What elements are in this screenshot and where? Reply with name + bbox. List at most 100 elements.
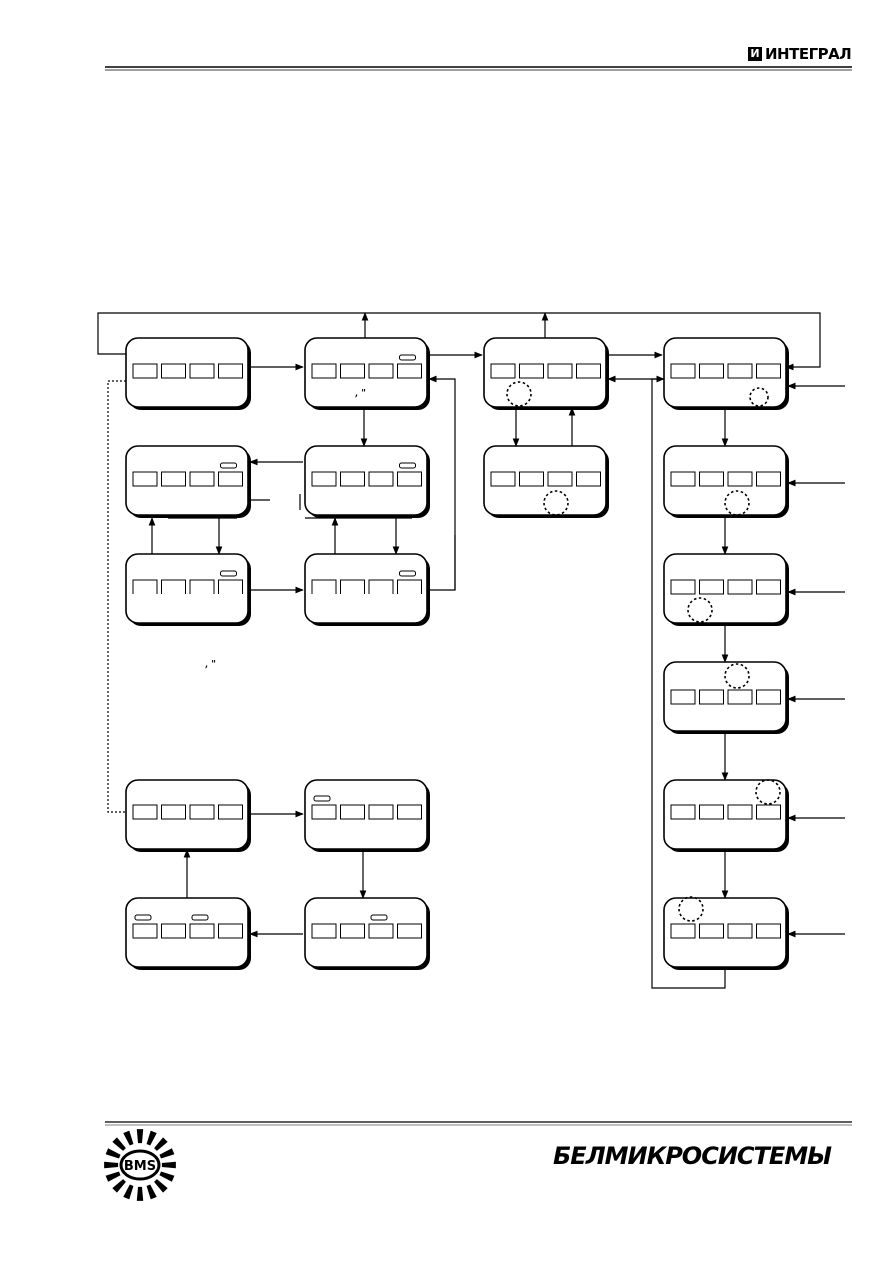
digit-cell	[727, 923, 753, 939]
display-screen-d1	[663, 337, 789, 410]
digit-cell	[397, 471, 422, 487]
digit-cell	[699, 689, 724, 705]
digit-cell	[670, 471, 696, 487]
digit-cell	[727, 363, 753, 379]
digit-cell	[368, 471, 394, 487]
digit-cell	[727, 689, 753, 705]
digit-cell	[756, 689, 781, 705]
bms-ray	[104, 1161, 119, 1169]
screen-frame	[304, 779, 428, 850]
bms-ray	[154, 1137, 168, 1151]
screen-frame	[304, 337, 428, 408]
digit-cell	[519, 363, 544, 379]
indicator-flag	[370, 914, 388, 921]
screen-frame	[304, 897, 428, 968]
belmicrosystems-brand: БЕЛМИКРОСИСТЕМЫ	[553, 1142, 832, 1170]
digit-cell	[340, 471, 365, 487]
screen-frame	[663, 779, 787, 850]
bms-logo: BMS	[104, 1129, 176, 1201]
quote-marks-row3: , "	[205, 660, 216, 670]
digit-cell	[699, 804, 724, 820]
digit-cell	[397, 579, 422, 594]
quote-marks-row1: , "	[355, 389, 366, 399]
indicator-flag	[313, 795, 331, 802]
indicator-flag	[134, 914, 152, 921]
indicator-flag	[220, 570, 237, 577]
connector-arrow	[97, 312, 821, 371]
digit-cell	[368, 363, 394, 379]
digit-cell	[132, 579, 158, 594]
display-screen-a1	[125, 337, 251, 410]
indicator-flag	[399, 570, 416, 577]
display-screen-d5	[663, 779, 789, 852]
digit-cell	[161, 579, 186, 594]
digit-cell	[756, 363, 781, 379]
digit-cell	[727, 579, 753, 595]
digit-cell	[161, 363, 186, 379]
blink-indicator	[749, 387, 769, 407]
display-screen-b3	[304, 553, 430, 626]
digit-cell	[218, 804, 243, 820]
screen-frame	[125, 553, 249, 624]
digit-cell	[189, 804, 215, 820]
digit-cell	[311, 804, 337, 820]
screen-frame	[663, 897, 787, 968]
display-screen-a5	[125, 779, 251, 852]
bms-logo-text: BMS	[124, 1159, 156, 1174]
digit-cell	[218, 363, 243, 379]
screen-frame	[663, 337, 787, 408]
digit-cell	[189, 471, 215, 487]
bms-ray	[146, 1130, 157, 1146]
blink-indicator	[724, 490, 750, 516]
connector-arrow	[428, 375, 456, 591]
digit-cell	[340, 804, 365, 820]
screen-frame	[483, 337, 607, 408]
digit-cell	[218, 579, 243, 594]
indicator-flag	[399, 462, 416, 469]
blink-indicator	[506, 381, 532, 407]
digit-cell	[368, 804, 394, 820]
digit-cell	[340, 363, 365, 379]
digit-cell	[699, 579, 724, 595]
blink-indicator	[687, 597, 713, 623]
screen-frame	[304, 553, 428, 624]
digit-cell	[576, 471, 601, 487]
digit-cell	[547, 471, 573, 487]
digit-cell	[132, 363, 158, 379]
digit-cell	[311, 579, 337, 594]
digit-cell	[699, 471, 724, 487]
digit-cell	[189, 579, 215, 594]
display-screen-d6	[663, 896, 789, 970]
digit-cell	[576, 363, 601, 379]
bms-ray	[105, 1148, 121, 1159]
display-screen-d4	[663, 661, 789, 734]
display-screen-a2	[125, 445, 251, 518]
indicator-flag	[220, 462, 237, 469]
digit-cell	[161, 804, 186, 820]
bms-logo-badge	[119, 1149, 161, 1181]
screen-frame	[663, 553, 787, 624]
display-screen-d2	[663, 445, 789, 518]
dotted-feedback-line	[107, 380, 126, 813]
bms-ray	[112, 1179, 126, 1193]
digit-cell	[311, 471, 337, 487]
blink-indicator	[724, 663, 750, 689]
screen-frame	[125, 897, 249, 968]
display-screen-b5	[304, 779, 430, 852]
bms-ray	[136, 1186, 144, 1201]
digit-cell	[519, 471, 544, 487]
digit-cell	[727, 804, 753, 820]
digit-cell	[132, 471, 158, 487]
display-screen-d3	[663, 553, 789, 626]
digit-cell	[368, 579, 394, 594]
bms-ray	[105, 1171, 121, 1182]
digit-cell	[189, 363, 215, 379]
display-screen-b1	[304, 337, 430, 410]
digit-cell	[132, 804, 158, 820]
digit-cell	[132, 923, 158, 939]
bms-ray	[112, 1137, 126, 1151]
bms-ray	[159, 1171, 175, 1182]
digit-cell	[490, 471, 516, 487]
digit-cell	[161, 471, 186, 487]
